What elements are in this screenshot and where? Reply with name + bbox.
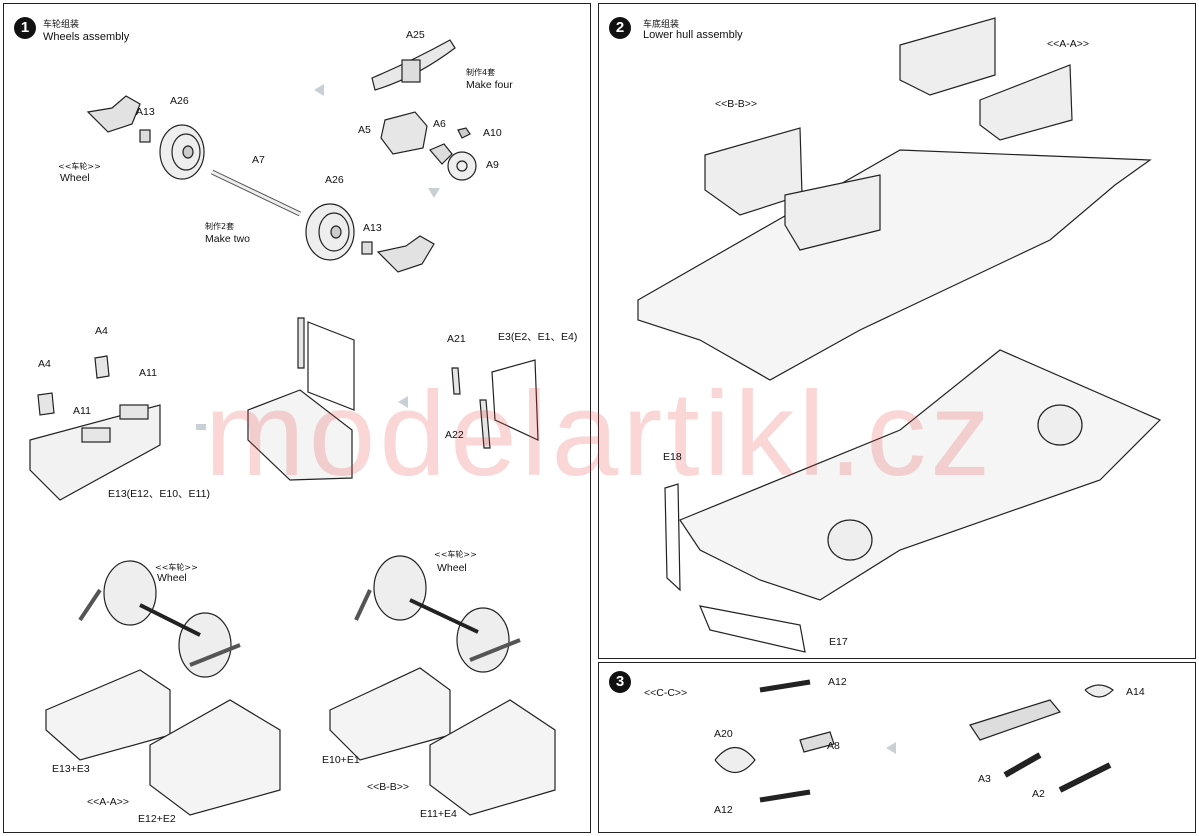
label-make2-en: Make two	[205, 233, 250, 245]
label-make4-cn: 制作4套	[466, 68, 496, 77]
label-wheel1-en: Wheel	[157, 572, 187, 584]
label-a7: A7	[252, 154, 265, 166]
label-a14: A14	[1126, 686, 1145, 698]
step-2-title-cn: 车底组装	[643, 20, 680, 30]
label-a13-top: A13	[136, 106, 155, 118]
label-a6: A6	[433, 118, 446, 130]
label-bb: <<B-B>>	[715, 98, 758, 110]
label-aa-bottom: <<A-A>>	[87, 796, 130, 808]
label-a12-top: A12	[828, 676, 847, 688]
label-a25: A25	[406, 29, 425, 41]
label-a21: A21	[447, 333, 466, 345]
label-cc: <<C-C>>	[644, 687, 688, 699]
label-wheel-cn: <<车轮>>	[58, 162, 101, 171]
label-aa: <<A-A>>	[1047, 38, 1090, 50]
label-a26-top: A26	[170, 95, 189, 107]
label-wheel2-en: Wheel	[437, 562, 467, 574]
label-a9: A9	[486, 159, 499, 171]
step-2-title-en: Lower hull assembly	[643, 29, 743, 41]
label-a13-mid: A13	[363, 222, 382, 234]
step-3-badge: 3	[609, 671, 631, 693]
label-a10: A10	[483, 127, 502, 139]
label-wheel-en: Wheel	[60, 172, 90, 184]
label-e13: E13(E12、E10、E11)	[108, 488, 210, 500]
label-a4-left: A4	[38, 358, 51, 370]
step-1-title-en: Wheels assembly	[43, 31, 130, 43]
step-1-title-cn: 车轮组装	[43, 20, 80, 30]
label-e13e3: E13+E3	[52, 763, 90, 775]
label-e17: E17	[829, 636, 848, 648]
label-bb-bottom: <<B-B>>	[367, 781, 410, 793]
label-a11-right: A11	[139, 367, 157, 379]
label-a2: A2	[1032, 788, 1045, 800]
step-1-badge: 1	[14, 17, 36, 39]
label-a3: A3	[978, 773, 991, 785]
label-a20: A20	[714, 728, 733, 740]
label-make2-cn: 制作2套	[205, 222, 235, 231]
label-a11-left: A11	[73, 405, 91, 417]
label-e18: E18	[663, 451, 682, 463]
label-a4-upper: A4	[95, 325, 108, 337]
label-a26-mid: A26	[325, 174, 344, 186]
label-e10e1: E10+E1	[322, 754, 360, 766]
label-e3: E3(E2、E1、E4)	[498, 331, 578, 343]
label-a12-bottom: A12	[714, 804, 733, 816]
label-make4-en: Make four	[466, 79, 513, 91]
label-a5: A5	[358, 124, 371, 136]
label-a8: A8	[827, 740, 840, 752]
step-2-badge: 2	[609, 17, 631, 39]
label-e12e2: E12+E2	[138, 813, 176, 825]
label-wheel2-cn: <<车轮>>	[434, 550, 477, 559]
label-e11e4: E11+E4	[420, 808, 457, 820]
label-wheel1-cn: <<车轮>>	[155, 563, 198, 572]
label-a22: A22	[445, 429, 464, 441]
